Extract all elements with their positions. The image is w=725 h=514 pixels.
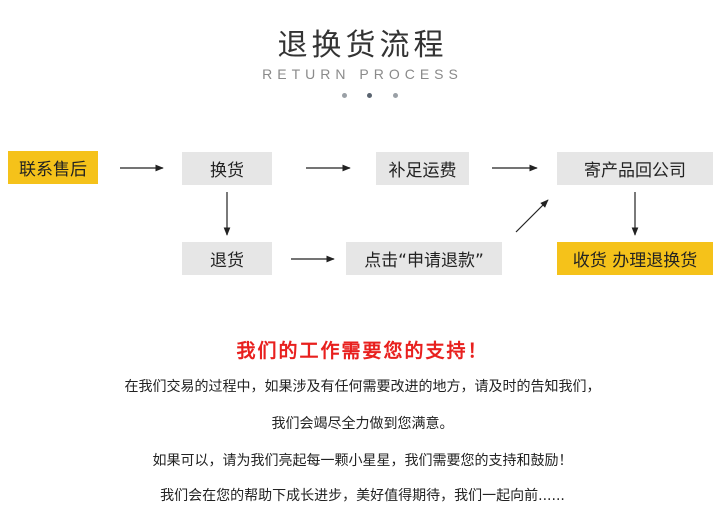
arrow-apply-to-mail (515, 199, 549, 233)
divider-dot (393, 93, 398, 98)
page-subtitle: RETURN PROCESS (262, 66, 463, 82)
divider-dot (342, 93, 347, 98)
step-mail-back: 寄产品回公司 (557, 152, 713, 185)
step-return: 退货 (182, 242, 272, 275)
footer-line: 我们会在您的帮助下成长进步，美好值得期待，我们一起向前...... (160, 488, 565, 504)
step-exchange: 换货 (182, 152, 272, 185)
step-receive-process: 收货 办理退换货 (557, 242, 713, 275)
step-supplement-shipping: 补足运费 (376, 152, 469, 185)
step-contact-support: 联系售后 (8, 151, 98, 184)
dot-divider (0, 93, 725, 101)
footer-line: 在我们交易的过程中，如果涉及有任何需要改进的地方，请及时的告知我们， (124, 379, 601, 395)
footer-line: 如果可以，请为我们亮起每一颗小星星，我们需要您的支持和鼓励！ (152, 453, 573, 469)
step-apply-refund: 点击“申请退款” (346, 242, 502, 275)
footer-line: 我们会竭尽全力做到您满意。 (271, 416, 454, 432)
page-title: 退换货流程 (277, 28, 448, 63)
support-slogan: 我们的工作需要您的支持！ (236, 340, 489, 362)
divider-dot-active (367, 93, 372, 98)
